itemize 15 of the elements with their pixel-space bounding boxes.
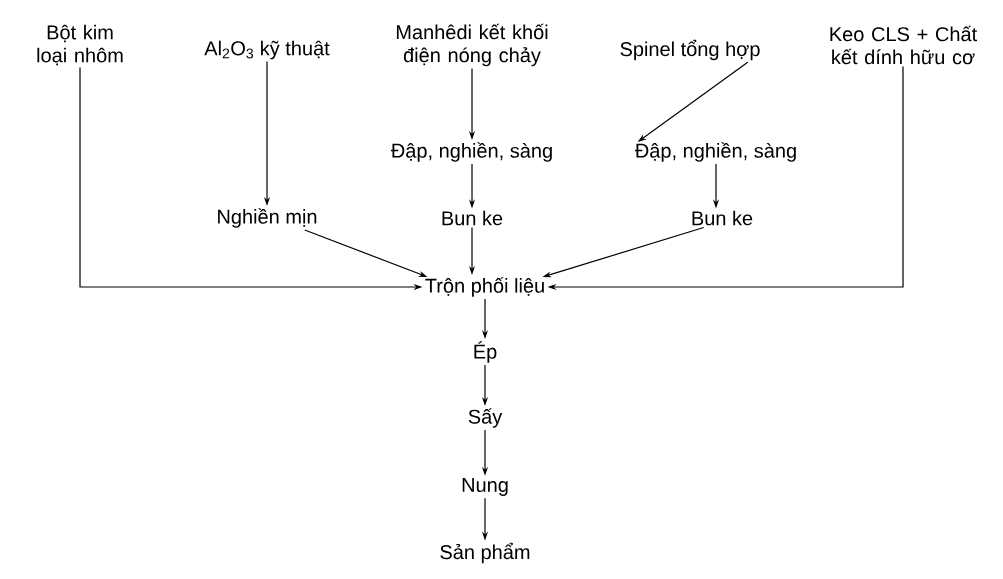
process-step: Manhêdi kết khối điện nóng chảy [396, 23, 548, 67]
process-step: Đập, nghiền, sàng [635, 142, 796, 162]
process-step: Bột kim loại nhôm [37, 24, 123, 66]
process-step: Trộn phối liệu [425, 277, 544, 297]
process-step: Đập, nghiền, sàng [391, 142, 552, 162]
process-step: Bun ke [442, 210, 503, 226]
process-step: Al$_{2}$O$_{3}$ kỹ thuật [204, 40, 330, 60]
process-step: Sản phẩm [440, 542, 530, 564]
process-step: Sấy [468, 408, 503, 428]
process-step: Keo CLS + Chất kết dính hữu cơ [830, 25, 978, 65]
process-step: Ép [474, 341, 497, 363]
process-step: Nghiền mịn [218, 208, 317, 228]
process-step: Spinel tổng hợp [620, 39, 760, 61]
process-step: Bun ke [692, 210, 753, 226]
process-step: Nung [462, 478, 508, 496]
